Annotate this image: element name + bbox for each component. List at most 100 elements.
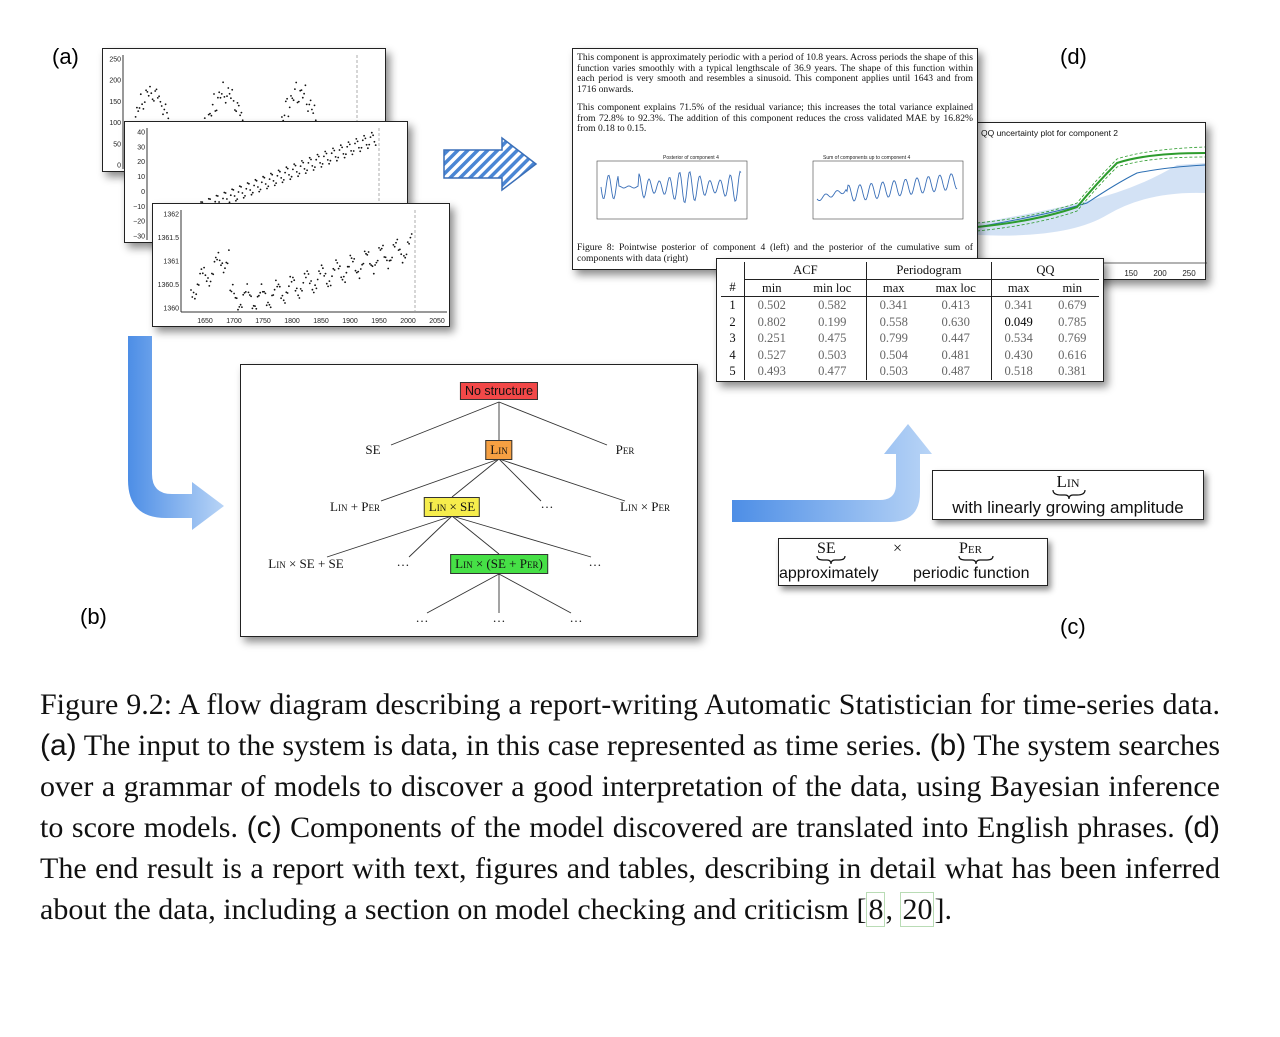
data-point [393, 245, 396, 248]
qq-lower-line [977, 156, 1206, 232]
data-point [210, 114, 213, 117]
table-cell: 0.785 [1058, 314, 1087, 329]
data-point [299, 165, 302, 167]
data-point [191, 296, 194, 298]
data-point [308, 282, 311, 285]
data-point [360, 146, 363, 149]
tree-node-ellipsis: … [588, 554, 602, 569]
data-point [320, 166, 323, 168]
tree-node-ellipsis: … [492, 610, 506, 625]
citation-link[interactable]: 8 [866, 892, 886, 927]
y-tick-label: 150 [109, 99, 121, 106]
qq-x-tick-label: 250 [1182, 269, 1196, 278]
data-point [265, 304, 268, 307]
data-point [303, 168, 306, 170]
data-point [349, 254, 352, 257]
data-point [255, 179, 258, 182]
data-point [405, 253, 408, 256]
data-point [235, 199, 237, 202]
data-point [303, 272, 306, 275]
data-point [410, 233, 413, 235]
up-right-arrow-icon [732, 424, 932, 522]
data-point [151, 98, 154, 101]
qq-data-line [977, 152, 1206, 228]
data-point [303, 92, 305, 95]
data-point [240, 186, 242, 188]
data-point [315, 158, 318, 161]
data-point [156, 97, 159, 99]
data-point [271, 173, 274, 176]
data-point [291, 97, 294, 100]
data-point [201, 201, 204, 203]
y-tick-label: −10 [133, 204, 145, 211]
panel-label-a: (a) [52, 44, 79, 69]
data-point [325, 152, 328, 155]
y-tick-label: 1362 [163, 212, 179, 219]
data-point [282, 179, 285, 181]
data-point [247, 291, 250, 294]
data-point [322, 267, 324, 270]
data-point [251, 307, 254, 310]
caption-text-d: The end result is a report with text, fi… [40, 852, 1220, 926]
data-point [235, 297, 238, 300]
data-point [163, 108, 166, 111]
data-point [267, 185, 270, 188]
report-plot-2-title: Sum of components up to component 4 [823, 155, 910, 161]
data-point [297, 100, 300, 103]
data-point [290, 280, 293, 283]
table-cell: 0.493 [743, 363, 799, 380]
table-group-header: Periodogram [865, 262, 992, 280]
data-point [372, 272, 375, 275]
data-point [379, 249, 382, 251]
data-point [324, 272, 327, 275]
data-point [237, 104, 240, 107]
table-cell: 0.199 [818, 314, 847, 329]
data-point [213, 260, 216, 263]
data-point [160, 105, 163, 107]
data-point [313, 104, 316, 107]
data-point [312, 169, 315, 171]
data-point [346, 145, 349, 148]
table-cell-index: 1 [729, 298, 736, 312]
data-point [251, 191, 254, 194]
data-point [348, 265, 350, 268]
statistics-table-card: ACF Periodogram QQ # min min loc max max… [716, 258, 1104, 382]
data-point [249, 189, 252, 191]
caption-intro: A flow diagram describing a report-writi… [178, 688, 1220, 721]
data-point [348, 143, 351, 146]
data-point [260, 283, 263, 285]
data-point [242, 196, 245, 199]
data-point [374, 264, 376, 266]
data-point [258, 294, 260, 297]
brace-icon [1052, 489, 1086, 500]
citation-link[interactable]: 20 [900, 892, 935, 927]
data-point [326, 159, 329, 161]
x-tick-label: 1700 [226, 318, 242, 325]
phrase-times: × [893, 540, 903, 557]
data-point [150, 92, 153, 95]
y-tick-label: 1360.5 [158, 282, 180, 289]
data-point [254, 305, 256, 307]
data-point [362, 262, 365, 265]
data-point [289, 275, 292, 278]
data-point [246, 283, 249, 285]
data-point [238, 185, 241, 187]
data-point [384, 256, 387, 259]
data-point [268, 303, 271, 306]
data-point [334, 156, 337, 158]
table-column-header: max [990, 279, 1046, 297]
data-point [343, 156, 346, 159]
tree-node-ellipsis: … [540, 496, 554, 511]
data-point [241, 119, 244, 122]
data-point [310, 280, 312, 282]
data-point [194, 297, 196, 300]
table-cell: 0.477 [818, 364, 847, 378]
data-point [301, 289, 303, 292]
data-point [312, 112, 315, 114]
data-point [351, 153, 354, 156]
tree-edge [498, 458, 626, 502]
table-cell: 0.447 [941, 331, 970, 345]
data-point [277, 169, 280, 172]
tree-edge [498, 401, 608, 446]
data-point [315, 287, 318, 290]
